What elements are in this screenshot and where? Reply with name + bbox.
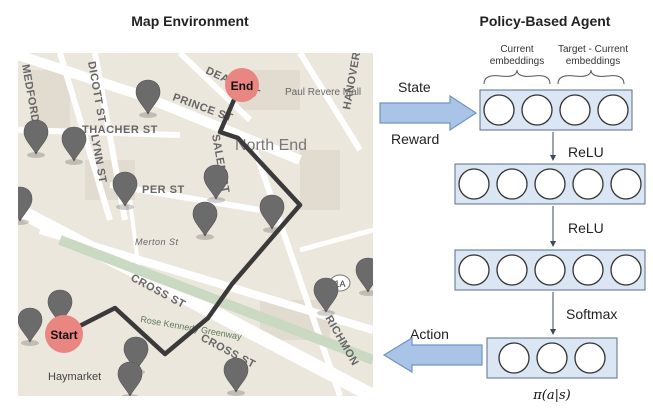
street-label: Merton St [135, 237, 179, 247]
policy-agent-title: Policy-Based Agent [479, 13, 611, 29]
output-layer [486, 337, 618, 379]
action-label: Action [410, 326, 449, 342]
end-pin: End [225, 68, 259, 102]
svg-text:1A: 1A [334, 279, 345, 289]
start-pin: Start [45, 315, 83, 353]
state-arrow [379, 94, 478, 132]
action-arrow [382, 336, 483, 374]
north-end-label: North End [235, 137, 307, 154]
map-environment-title: Map Environment [131, 13, 249, 29]
paul-revere-label: Paul Revere Mall [285, 87, 361, 98]
haymarket-label: Haymarket [48, 371, 101, 383]
policy-label: π(a|s) [532, 388, 571, 403]
target-embeddings-line2: embeddings [566, 56, 620, 67]
map-environment: DEAFE ST DICOTT ST MEDFORD ST LYNN ST TH… [18, 53, 373, 396]
target-embeddings-line1: Target - Current [558, 44, 628, 55]
svg-text:Start: Start [50, 328, 77, 342]
street-label: PER ST [142, 184, 185, 196]
current-embeddings-line2: embeddings [490, 56, 544, 67]
input-layer [479, 89, 633, 131]
embedding-annotations: Current embeddings Target - Current embe… [483, 44, 628, 85]
reward-label: Reward [391, 131, 439, 147]
greenway-strip [58, 235, 373, 365]
svg-text:End: End [231, 79, 254, 93]
street-label: THACHER ST [82, 124, 158, 136]
hidden-layer-1 [454, 163, 646, 205]
activation-label: ReLU [568, 220, 604, 236]
agent-route-path [62, 85, 303, 357]
hidden-layer-2 [454, 249, 646, 291]
current-embeddings-line1: Current [500, 44, 534, 55]
activation-label: Softmax [566, 306, 617, 322]
activation-label: ReLU [568, 144, 604, 160]
state-label: State [398, 79, 431, 95]
